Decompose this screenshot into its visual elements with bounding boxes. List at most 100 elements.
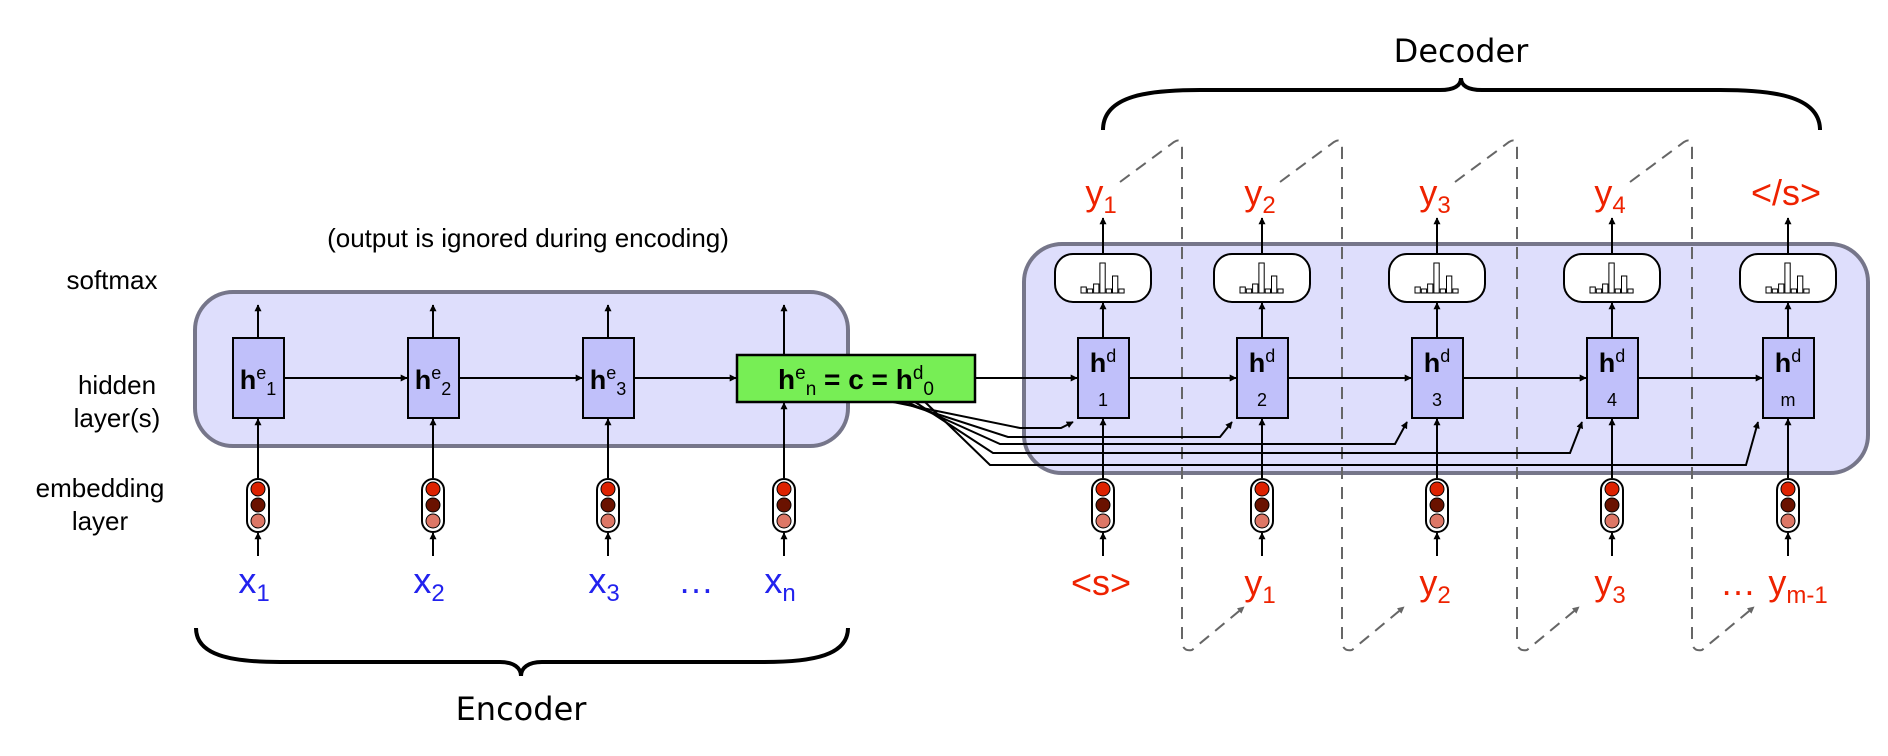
cell-sup: e [606,363,616,383]
context-sub-0: 0 [923,379,934,400]
histogram-bar-icon [1245,288,1253,294]
encoder-input-label: x2 [413,560,444,607]
context-arrow-3 [906,401,1408,445]
feedback-dashed-arrow-4 [1629,139,1755,652]
cell-sub: 3 [1432,390,1442,410]
cell-sup: d [1791,346,1801,366]
embedding-unit [1429,513,1445,529]
softmax-box-2 [1213,253,1311,303]
decoder-cell-5 [1762,337,1815,419]
decoder-embedding-2 [1250,478,1274,533]
cell-sup: e [256,363,266,383]
embedding-unit [776,497,792,513]
cell-sup: d [1615,346,1625,366]
histogram-bar-icon [1595,288,1603,294]
label-sub: 2 [1437,582,1450,609]
cell-sub: 3 [616,379,626,399]
encoding-annotation: (output is ignored during encoding) [327,223,729,253]
cell-label: hd [1090,346,1117,378]
cell-sup: e [431,363,441,383]
histogram-bar-icon [1264,288,1271,294]
histogram-bar-icon [1446,275,1453,294]
embedding-unit [1780,481,1796,497]
label-base: y [1419,172,1437,213]
softmax-box-1 [1054,253,1152,303]
embedding-unit [1095,481,1111,497]
embedding-unit [1429,497,1445,513]
label-base: y [1085,172,1103,213]
histogram-bar-icon [1790,288,1797,294]
row-label-embedding-2: layer [72,506,129,536]
decoder-cell-3 [1411,337,1464,419]
label-sub: 3 [1612,582,1625,609]
cell-label: he3 [590,363,627,399]
embedding-unit [1604,481,1620,497]
row-label-hidden-2: layer(s) [74,403,161,433]
encoder-embedding-4 [772,478,796,533]
decoder-cell-2 [1236,337,1289,419]
cell-sup: d [1106,346,1116,366]
label-sub: m-1 [1786,582,1827,609]
histogram-bar-icon [1258,262,1265,294]
embedding-unit [250,497,266,513]
embedding-unit [1254,497,1270,513]
encoder-brace [194,627,850,677]
label-sub: 1 [1103,192,1116,219]
label-sub: n [782,580,795,607]
histogram-bar-icon [1797,275,1804,294]
histogram-bar-icon [1608,262,1615,294]
histogram-bar-icon [1086,288,1094,294]
row-label-softmax: softmax [66,265,157,295]
histogram-bar-icon [1420,288,1428,294]
decoder-embedding-1 [1091,478,1115,533]
embedding-unit [425,481,441,497]
histogram-bar-icon [1118,288,1125,294]
label-sub: 2 [1262,192,1275,219]
histogram-bar-icon [1589,286,1596,294]
embedding-unit [1604,513,1620,529]
encoder-cell-2 [407,337,460,419]
label-sub: 2 [431,580,444,607]
histogram-bar-icon [1803,288,1810,294]
decoder-input-label: <s> [1071,562,1131,603]
embedding-unit [425,513,441,529]
label-base: x [764,560,782,601]
decoder-embedding-5 [1776,478,1800,533]
embedding-unit [1095,497,1111,513]
cell-base: h [240,365,257,395]
embedding-unit [600,481,616,497]
encoder-input-label: xn [764,560,795,607]
encoder-embedding-2 [421,478,445,533]
embedding-unit [600,513,616,529]
cell-label: hd [1424,346,1451,378]
cell-sup: d [1440,346,1450,366]
row-label-embedding: embedding [36,473,165,503]
cell-sub: 4 [1607,390,1617,410]
feedback-dashed-arrow-2 [1279,139,1405,652]
encoder-title: Encoder [456,690,588,728]
embedding-unit [1604,497,1620,513]
feedback-dashed-arrow-1 [1119,139,1245,652]
cell-sub: 2 [441,379,451,399]
decoder-title: Decoder [1394,32,1530,70]
cell-sub: m [1781,390,1796,410]
label-base: y [1244,562,1262,603]
label-sub: 1 [1262,582,1275,609]
cell-sup: d [1265,346,1275,366]
histogram-bar-icon [1784,262,1791,294]
cell-label: hd [1775,346,1802,378]
histogram-bar-icon [1080,286,1087,294]
histogram-bar-icon [1602,283,1609,294]
cell-label: he2 [415,363,452,399]
label-sub: 3 [606,580,619,607]
context-sup-e: e [795,363,806,384]
label-base: y [1594,562,1612,603]
context-arrow-4 [914,401,1583,454]
histogram-bar-icon [1765,286,1772,294]
context-h: h [778,364,795,395]
histogram-bar-icon [1427,283,1434,294]
cell-label: he1 [240,363,277,399]
cell-label: hd [1599,346,1626,378]
embedding-unit [600,497,616,513]
encoder-input-label: x3 [588,560,619,607]
